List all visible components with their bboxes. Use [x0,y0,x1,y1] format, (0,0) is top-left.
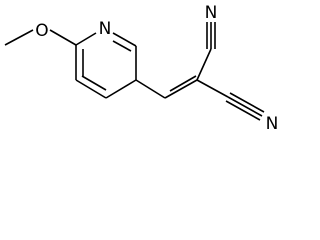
bond-vinyl-double-inner [169,75,197,92]
bond-methyl-oxygen [4,29,34,46]
bond-oxygen-ring [49,29,77,46]
bond-triple-bottom-1 [227,96,263,117]
atom-label-nitrile-nitrogen-bottom: N [266,114,279,134]
bond-ring-n1-c6 [112,32,137,47]
bond-vinyl-double [164,79,198,99]
bond-ring-vinyl [135,79,166,99]
bond-triple-bottom-3 [225,100,261,121]
bond-ring-n1-c6-inner [112,40,132,52]
atom-label-ring-nitrogen: N [99,19,112,39]
molecule-structure-diagram: O N N N [4,3,279,134]
bond-triple-bottom-2 [229,92,265,113]
bond-central-to-bottom-nitrile [196,79,229,98]
atom-label-oxygen: O [35,21,48,41]
bond-ring-c4-c3-inner [81,75,107,91]
bond-ring-c4-c3 [75,79,107,99]
atom-label-nitrile-nitrogen-top: N [205,3,218,23]
bond-central-to-top-nitrile [196,48,212,81]
bond-ring-c2-n1 [75,32,97,46]
bond-ring-c5-c4 [105,79,137,99]
